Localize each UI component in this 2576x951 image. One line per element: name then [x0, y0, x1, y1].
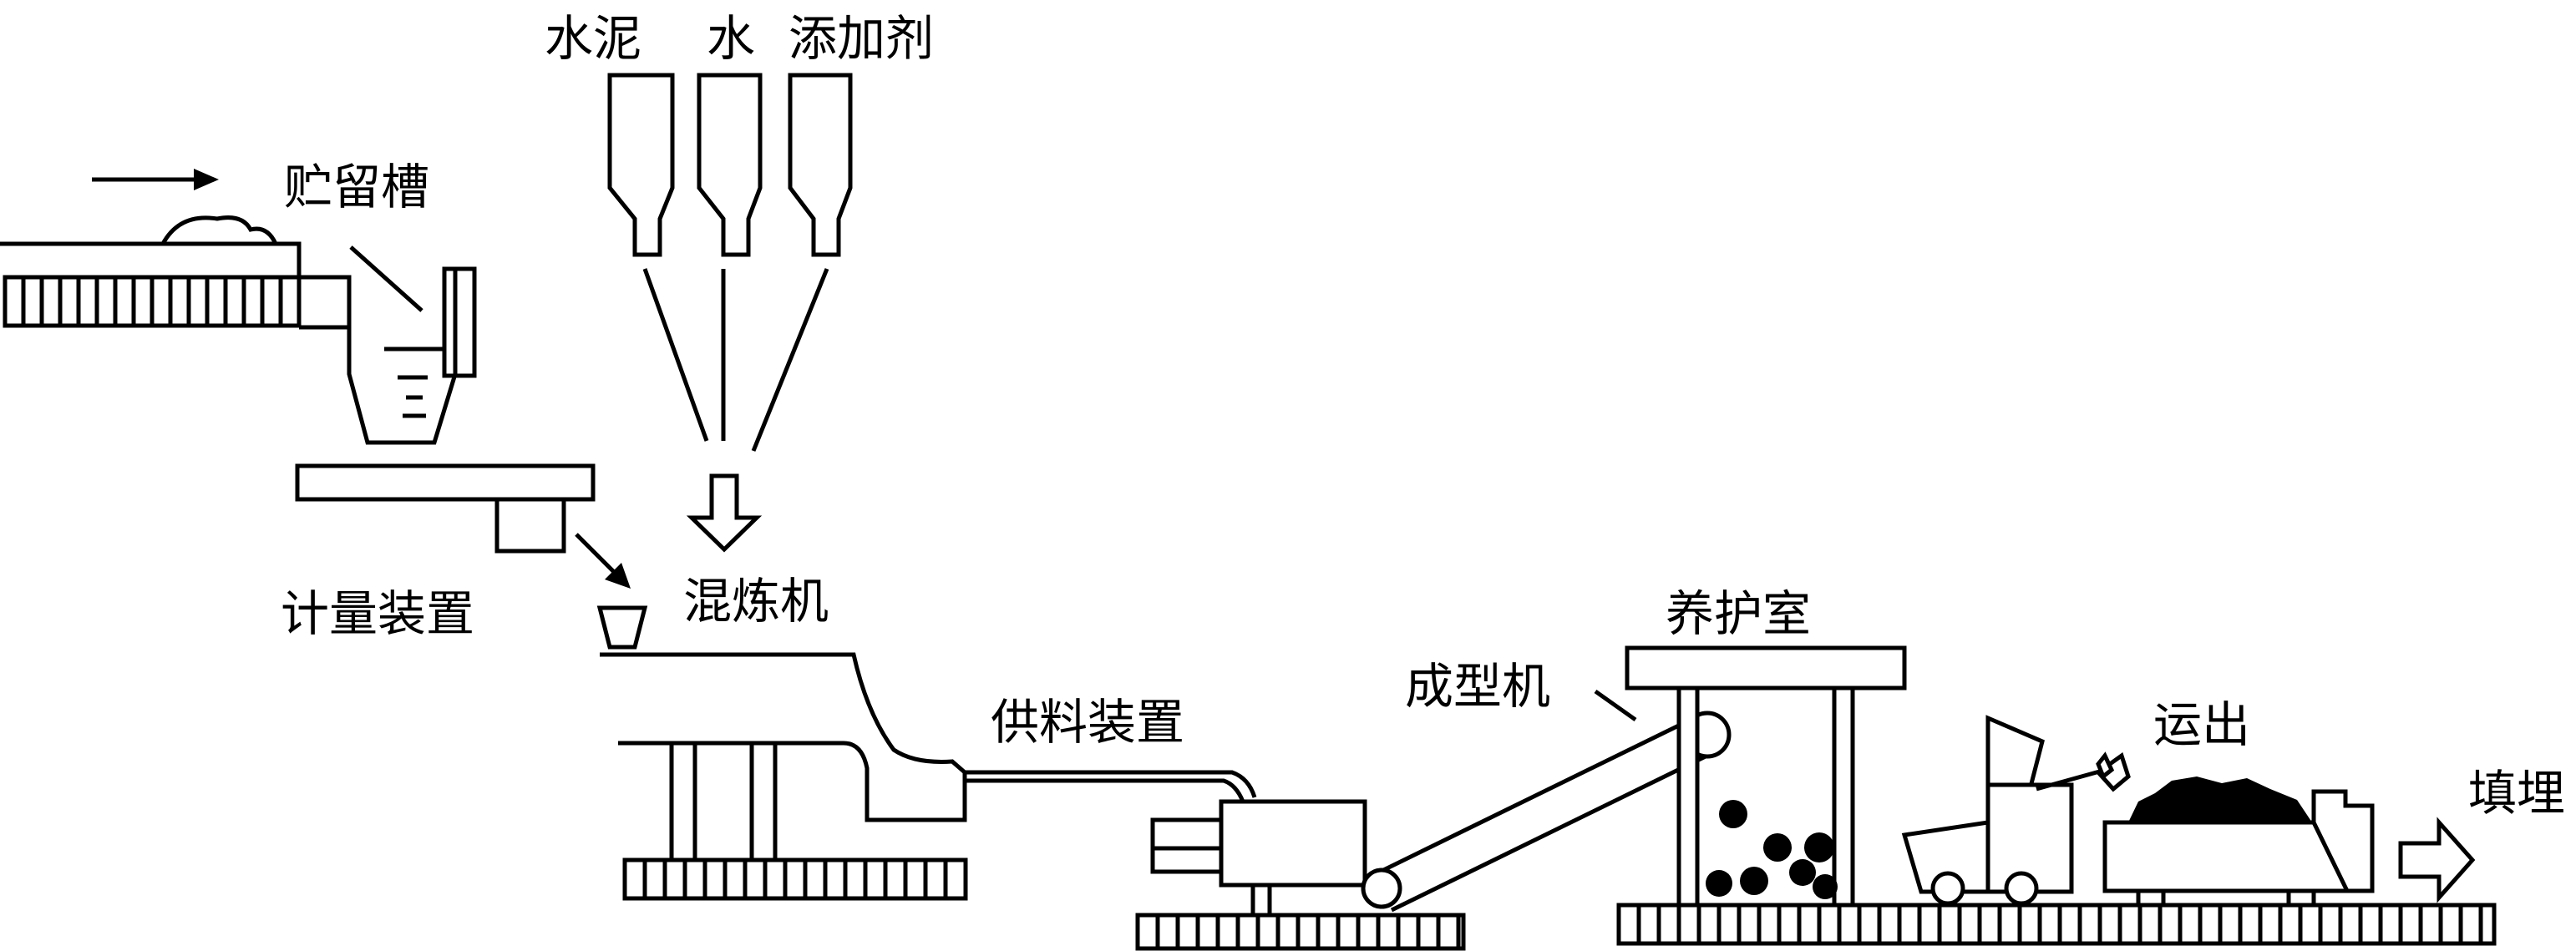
input-conveyor — [0, 215, 352, 330]
silo-water — [697, 73, 763, 257]
transport-truck — [2102, 776, 2375, 908]
label-additive: 添加剂 — [789, 10, 934, 67]
silo-feed-lines — [642, 268, 829, 452]
label-water: 水 — [707, 10, 755, 67]
label-forming-machine: 成型机 — [1405, 658, 1550, 715]
silo-cement — [607, 73, 675, 257]
silo-additive — [788, 73, 853, 257]
forming-machine — [1361, 689, 1732, 913]
label-feeding-device: 供料装置 — [991, 694, 1184, 751]
feeding-device — [1135, 799, 1466, 951]
label-cement: 水泥 — [545, 10, 641, 67]
input-flow-arrow — [92, 169, 219, 190]
metering-device — [295, 463, 631, 589]
feed-arrow — [686, 473, 763, 553]
ground-conveyor — [1616, 903, 2497, 946]
output-arrow — [2398, 817, 2476, 903]
mixer — [596, 605, 968, 901]
label-landfill: 填埋 — [2468, 765, 2565, 822]
label-metering-device: 计量装置 — [281, 585, 474, 642]
label-storage-tank: 贮留槽 — [284, 159, 429, 215]
feed-line — [965, 770, 1257, 802]
label-mixer: 混炼机 — [683, 573, 829, 630]
loader-vehicle — [1901, 715, 2131, 906]
storage-tank — [347, 245, 477, 445]
label-curing-room: 养护室 — [1666, 585, 1811, 642]
label-transport-out: 运出 — [2153, 696, 2250, 753]
curing-room — [1625, 645, 1907, 908]
